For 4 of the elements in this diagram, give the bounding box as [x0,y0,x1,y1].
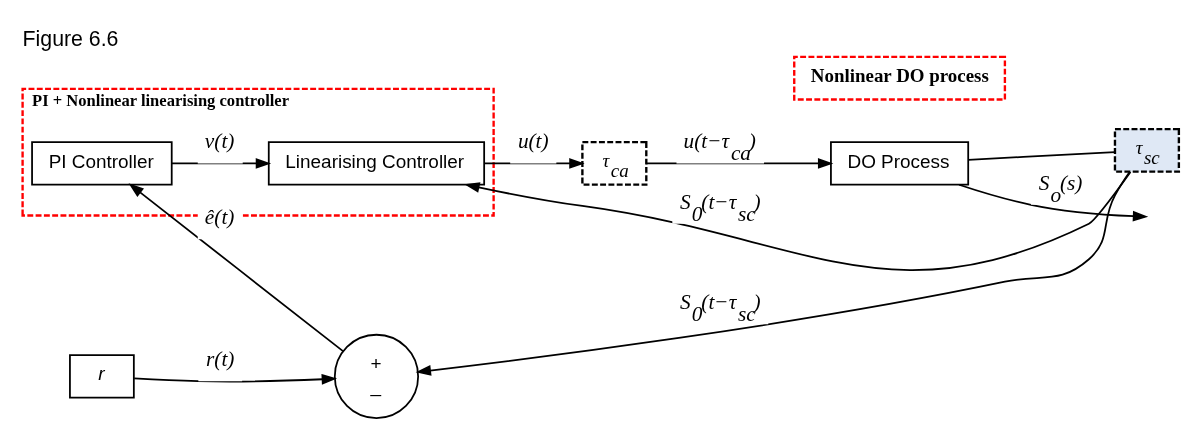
edge-label: r(t) [206,346,235,371]
edge-label: v(t) [204,128,235,153]
diagram-title: Figure 6.6 [22,26,119,51]
edge-label: u(t) [517,128,549,153]
